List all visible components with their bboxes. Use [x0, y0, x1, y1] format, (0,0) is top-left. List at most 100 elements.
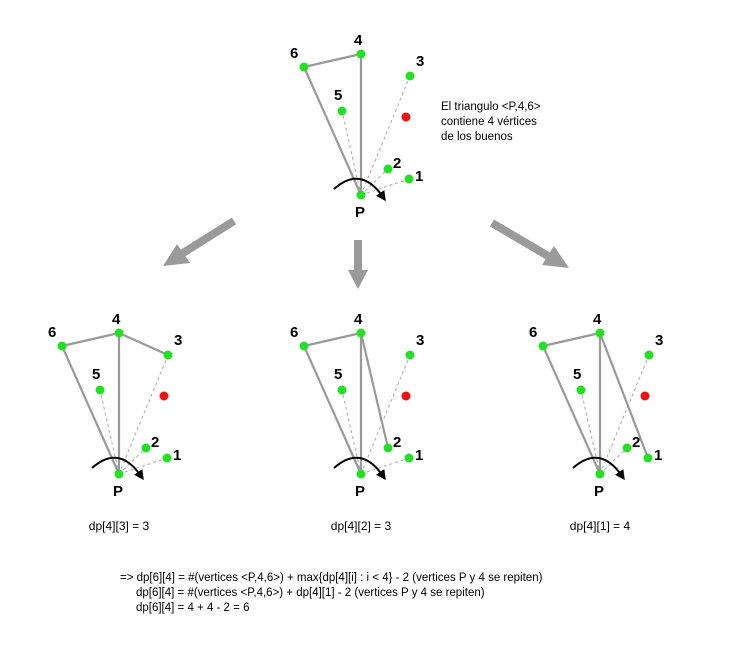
panel-caption: dp[4][1] = 4 — [570, 519, 631, 533]
arrow-down — [348, 240, 368, 289]
point-label: 3 — [655, 332, 663, 349]
point-5 — [337, 385, 347, 395]
point-label: 6 — [290, 324, 298, 341]
formula-line: => dp[6][4] = #(vertices <P,4,6>) + max{… — [120, 572, 543, 584]
edge — [61, 331, 120, 348]
rotation-arrow — [333, 177, 386, 202]
point-label: 1 — [173, 447, 181, 464]
point-6 — [299, 62, 309, 72]
svg-text:3: 3 — [416, 53, 424, 70]
dashed-rays — [341, 75, 411, 196]
point-6 — [57, 341, 67, 351]
point-4 — [356, 328, 366, 338]
point-label: 6 — [529, 324, 537, 341]
dashed-ray — [118, 457, 168, 475]
dashed-ray — [99, 389, 120, 475]
point-label: 5 — [573, 366, 581, 383]
point-label: 3 — [174, 332, 182, 349]
origin-label: P — [355, 483, 365, 500]
point-label: 5 — [334, 366, 342, 383]
edge — [118, 331, 169, 357]
panel-caption: dp[4][2] = 3 — [331, 519, 392, 533]
top-diagram: 4 6 3 5 2 1 P El triangulo <P,4,6> conti… — [290, 32, 541, 221]
panel-caption: dp[4][3] = 3 — [89, 519, 150, 533]
svg-text:4: 4 — [354, 32, 363, 49]
branch-arrows — [163, 217, 569, 289]
dashed-ray — [360, 457, 410, 475]
point-3 — [405, 350, 415, 360]
points — [299, 49, 415, 200]
note-line: de los buenos — [441, 131, 513, 143]
point-label: 2 — [632, 434, 640, 451]
point-2 — [141, 443, 151, 453]
point-label: 4 — [593, 311, 602, 328]
svg-text:6: 6 — [290, 45, 298, 62]
edge — [598, 332, 650, 459]
formula: => dp[6][4] = #(vertices <P,4,6>) + max{… — [120, 571, 542, 616]
edge — [302, 345, 363, 475]
arrow-right — [489, 219, 569, 268]
arrow-left — [163, 217, 237, 266]
point-label: 2 — [151, 434, 159, 451]
svg-text:5: 5 — [334, 87, 342, 104]
dashed-ray — [599, 447, 628, 475]
rotation-arrow — [572, 456, 625, 481]
point-label: 2 — [393, 434, 401, 451]
origin-label: P — [113, 483, 123, 500]
point-p — [356, 469, 366, 479]
edge — [359, 332, 390, 449]
point-3 — [405, 71, 415, 81]
svg-text:2: 2 — [393, 155, 401, 172]
point-p — [356, 190, 366, 200]
edge — [542, 331, 601, 348]
point-1 — [162, 453, 172, 463]
point-labels: 4 6 3 5 2 1 P — [290, 32, 424, 221]
point-1 — [404, 174, 414, 184]
point-3 — [163, 350, 173, 360]
dashed-ray — [360, 354, 411, 475]
origin-label: P — [594, 483, 604, 500]
dashed-ray — [118, 447, 147, 475]
point-label: 3 — [416, 332, 424, 349]
dashed-ray — [341, 389, 362, 475]
point-5 — [337, 106, 347, 116]
point-4 — [595, 328, 605, 338]
point-4 — [356, 49, 366, 59]
formula-line: dp[6][4] = 4 + 4 - 2 = 6 — [120, 602, 250, 614]
edge — [60, 345, 121, 475]
point-5 — [95, 385, 105, 395]
note-line: contiene 4 vértices — [441, 116, 537, 128]
origin-label: P — [355, 204, 365, 221]
point-p — [114, 469, 124, 479]
point-5 — [576, 385, 586, 395]
note: El triangulo <P,4,6> contiene 4 vértices… — [441, 101, 541, 143]
point-4 — [114, 328, 124, 338]
point-1 — [643, 453, 653, 463]
edge — [541, 345, 602, 475]
bad-point — [640, 391, 650, 401]
svg-text:1: 1 — [415, 168, 423, 185]
dashed-ray — [580, 389, 601, 475]
bad-point — [159, 391, 169, 401]
point-label: 5 — [92, 366, 100, 383]
dashed-ray — [599, 354, 650, 475]
bad-point — [401, 112, 411, 122]
triangle-edges — [302, 52, 363, 196]
point-6 — [538, 341, 548, 351]
point-2 — [383, 164, 393, 174]
point-p — [595, 469, 605, 479]
point-1 — [404, 453, 414, 463]
point-label: 4 — [112, 311, 121, 328]
formula-line: dp[6][4] = #(vertices <P,4,6>) + dp[4][1… — [120, 587, 485, 599]
edge — [303, 331, 362, 348]
rotation-arrow — [91, 456, 144, 481]
bad-point — [401, 391, 411, 401]
rotation-arrow — [333, 456, 386, 481]
note-line: El triangulo <P,4,6> — [441, 101, 541, 113]
point-label: 1 — [654, 447, 662, 464]
